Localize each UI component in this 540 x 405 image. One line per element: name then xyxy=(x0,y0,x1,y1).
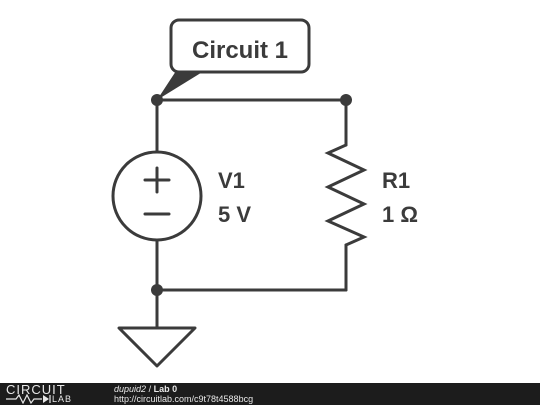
resistor-name: R1 xyxy=(382,168,410,193)
circuit-url[interactable]: http://circuitlab.com/c9t78t4588bcg xyxy=(114,394,254,404)
logo-text-top: CIRCUIT xyxy=(6,382,66,397)
logo-text-bottom: LAB xyxy=(52,394,73,404)
footer-bar: CIRCUIT LAB dupuid2 / Lab 0 http://circu… xyxy=(0,382,540,405)
circuit-schematic: Circuit 1 V1 5 V R1 1 Ω xyxy=(111,18,418,368)
voltage-source-v1[interactable] xyxy=(111,150,203,242)
author-link[interactable]: dupuid2 xyxy=(114,384,147,394)
resistor-r1[interactable] xyxy=(324,143,368,247)
circuit-label: Circuit 1 xyxy=(192,37,288,64)
source-body xyxy=(111,150,203,242)
circuit-label-callout[interactable]: Circuit 1 xyxy=(157,18,311,100)
logo-resistor-icon xyxy=(6,394,51,404)
ground-icon[interactable] xyxy=(117,326,197,368)
node-top-left[interactable] xyxy=(151,94,163,106)
circuitlab-logo[interactable]: CIRCUIT LAB xyxy=(6,382,98,404)
resistor-value: 1 Ω xyxy=(382,202,418,227)
circuit-title-link[interactable]: Lab 0 xyxy=(153,384,178,394)
breadcrumb-separator: / xyxy=(148,384,152,394)
circuit-meta: dupuid2 / Lab 0 http://circuitlab.com/c9… xyxy=(114,384,253,404)
callout-pointer xyxy=(157,71,204,100)
node-bottom-left[interactable] xyxy=(151,284,163,296)
source-value: 5 V xyxy=(218,202,251,227)
source-name: V1 xyxy=(218,168,245,193)
node-top-right[interactable] xyxy=(340,94,352,106)
